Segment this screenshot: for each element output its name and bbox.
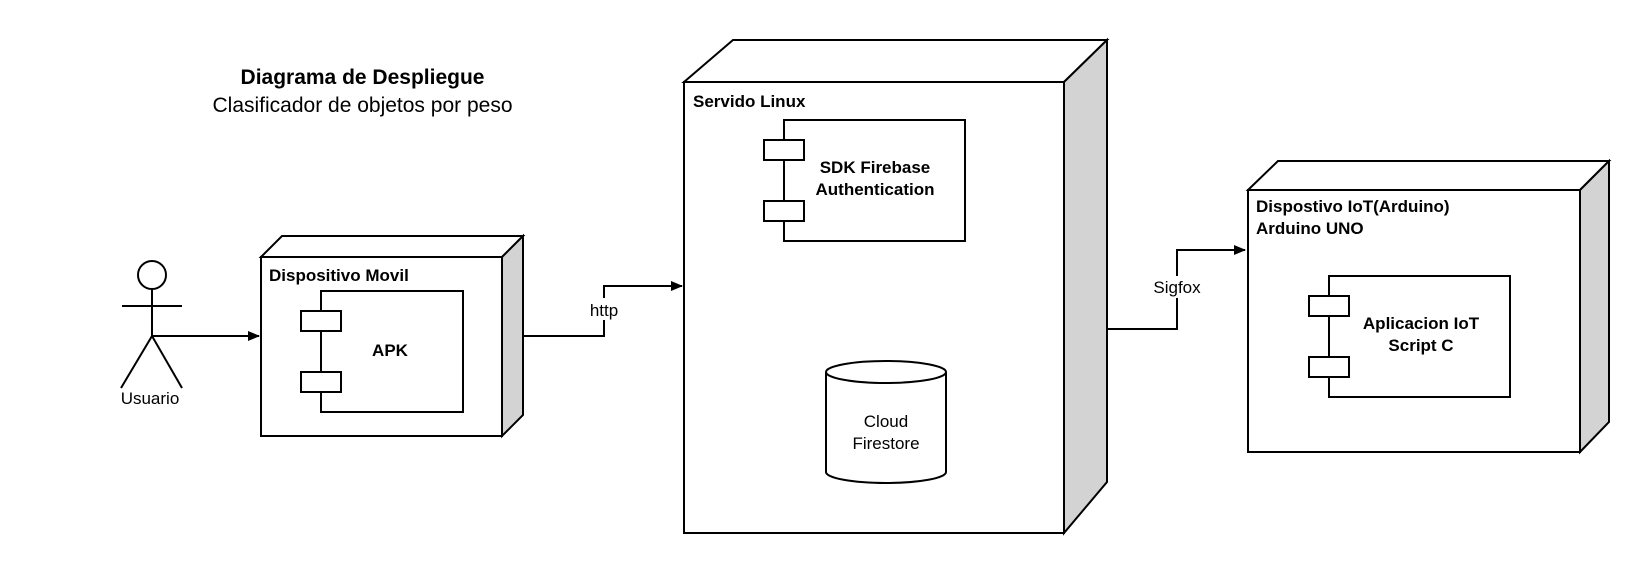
actor-right-leg bbox=[151, 335, 183, 389]
node-iot-top-face bbox=[1245, 160, 1612, 191]
component-apk-port-bottom bbox=[300, 371, 342, 393]
component-sdk-port-top bbox=[763, 139, 805, 161]
diagram-subtitle: Clasificador de objetos por peso bbox=[212, 94, 513, 117]
node-servido-linux[interactable]: Servido Linux SDK Firebase Authenticatio… bbox=[681, 37, 1110, 536]
node-mobile-label: Dispositivo Movil bbox=[269, 266, 409, 285]
node-server-top-face bbox=[681, 39, 1110, 83]
node-iot-label-line1: Dispostivo IoT(Arduino) bbox=[1256, 197, 1450, 216]
database-cylinder-top bbox=[825, 360, 947, 384]
component-apk[interactable]: APK bbox=[300, 290, 464, 413]
node-dispositivo-movil[interactable]: Dispositivo Movil APK bbox=[258, 233, 526, 439]
edge-http-label-bg bbox=[585, 298, 623, 320]
database-label-line1: Cloud bbox=[864, 412, 908, 431]
component-apk-label: APK bbox=[372, 341, 409, 360]
component-iot-port-top bbox=[1308, 295, 1350, 317]
node-server-side-face bbox=[1063, 37, 1108, 536]
node-iot-side-face bbox=[1579, 158, 1610, 455]
component-apk-port-top bbox=[300, 310, 342, 332]
component-aplicacion-iot[interactable]: Aplicacion IoT Script C bbox=[1308, 275, 1511, 398]
component-iot-port-bottom bbox=[1308, 356, 1350, 378]
database-cloud-firestore[interactable]: Cloud Firestore bbox=[825, 360, 947, 484]
component-iot-body bbox=[1328, 275, 1511, 398]
node-server-label: Servido Linux bbox=[693, 92, 806, 111]
edge-sigfox-label: Sigfox bbox=[1153, 278, 1201, 297]
component-sdk-firebase-authentication[interactable]: SDK Firebase Authentication bbox=[763, 119, 966, 242]
component-sdk-label-line2: Authentication bbox=[816, 180, 935, 199]
edge-http-label: http bbox=[590, 301, 618, 320]
database-cylinder-body bbox=[825, 372, 947, 484]
component-apk-body bbox=[320, 290, 464, 413]
actor-head bbox=[137, 260, 167, 290]
diagram-title: Diagrama de Despliegue bbox=[240, 66, 485, 89]
component-sdk-port-bottom bbox=[763, 200, 805, 222]
edge-sigfox-label-bg bbox=[1150, 276, 1204, 298]
node-mobile-side-face bbox=[501, 233, 524, 439]
component-sdk-label-line1: SDK Firebase bbox=[820, 158, 931, 177]
component-iot-label-line1: Aplicacion IoT bbox=[1363, 314, 1480, 333]
actor-label: Usuario bbox=[121, 389, 180, 408]
actor-left-leg bbox=[120, 335, 153, 389]
component-sdk-body bbox=[783, 119, 966, 242]
component-iot-label-line2: Script C bbox=[1388, 336, 1453, 355]
node-iot-label-line2: Arduino UNO bbox=[1256, 219, 1364, 238]
actor-usuario[interactable]: Usuario bbox=[120, 260, 183, 408]
database-label-line2: Firestore bbox=[852, 434, 919, 453]
node-mobile-top-face bbox=[258, 235, 526, 258]
node-dispositivo-iot[interactable]: Dispostivo IoT(Arduino) Arduino UNO Apli… bbox=[1245, 158, 1612, 455]
diagram-title-block: Diagrama de Despliegue Clasificador de o… bbox=[190, 64, 535, 120]
